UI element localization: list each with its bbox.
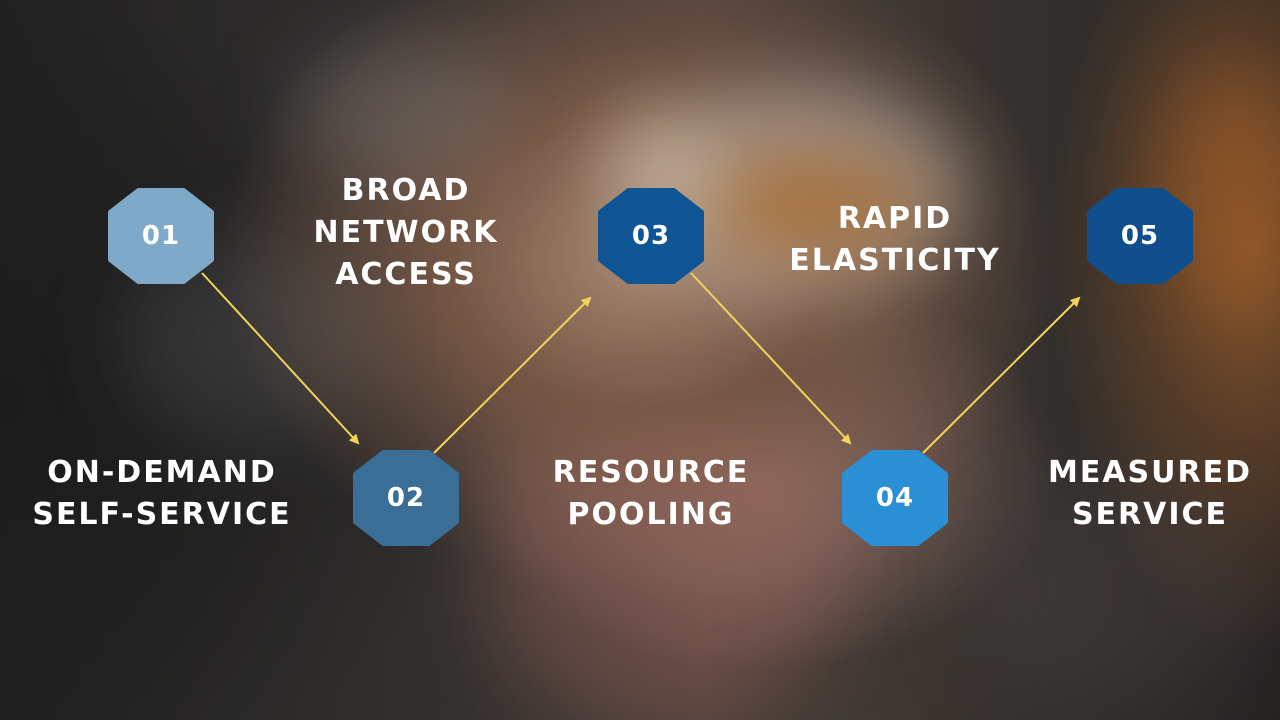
step-02-label: BROAD NETWORK ACCESS — [313, 173, 499, 292]
step-03-label: RESOURCE POOLING — [552, 455, 750, 532]
step-05-label: MEASURED SERVICE — [1047, 455, 1253, 532]
step-04-number: 04 — [875, 483, 915, 513]
step-01-circle: 01 — [108, 188, 214, 284]
arrow-02-to-03 — [433, 296, 592, 454]
step-04-label: RAPID ELASTICITY — [789, 201, 1001, 278]
step-04-circle: 04 — [842, 450, 948, 546]
arrow-04-to-05 — [922, 296, 1081, 454]
step-01-label: ON-DEMAND SELF-SERVICE — [32, 455, 292, 532]
arrow-03-to-04 — [690, 272, 852, 445]
step-02-number: 02 — [386, 483, 426, 513]
step-03-circle: 03 — [598, 188, 704, 284]
step-03-number: 03 — [631, 221, 671, 251]
arrow-01-to-02 — [201, 272, 360, 445]
step-01-number: 01 — [141, 221, 181, 251]
step-05-number: 05 — [1120, 221, 1160, 251]
step-05-circle: 05 — [1087, 188, 1193, 284]
step-02-circle: 02 — [353, 450, 459, 546]
